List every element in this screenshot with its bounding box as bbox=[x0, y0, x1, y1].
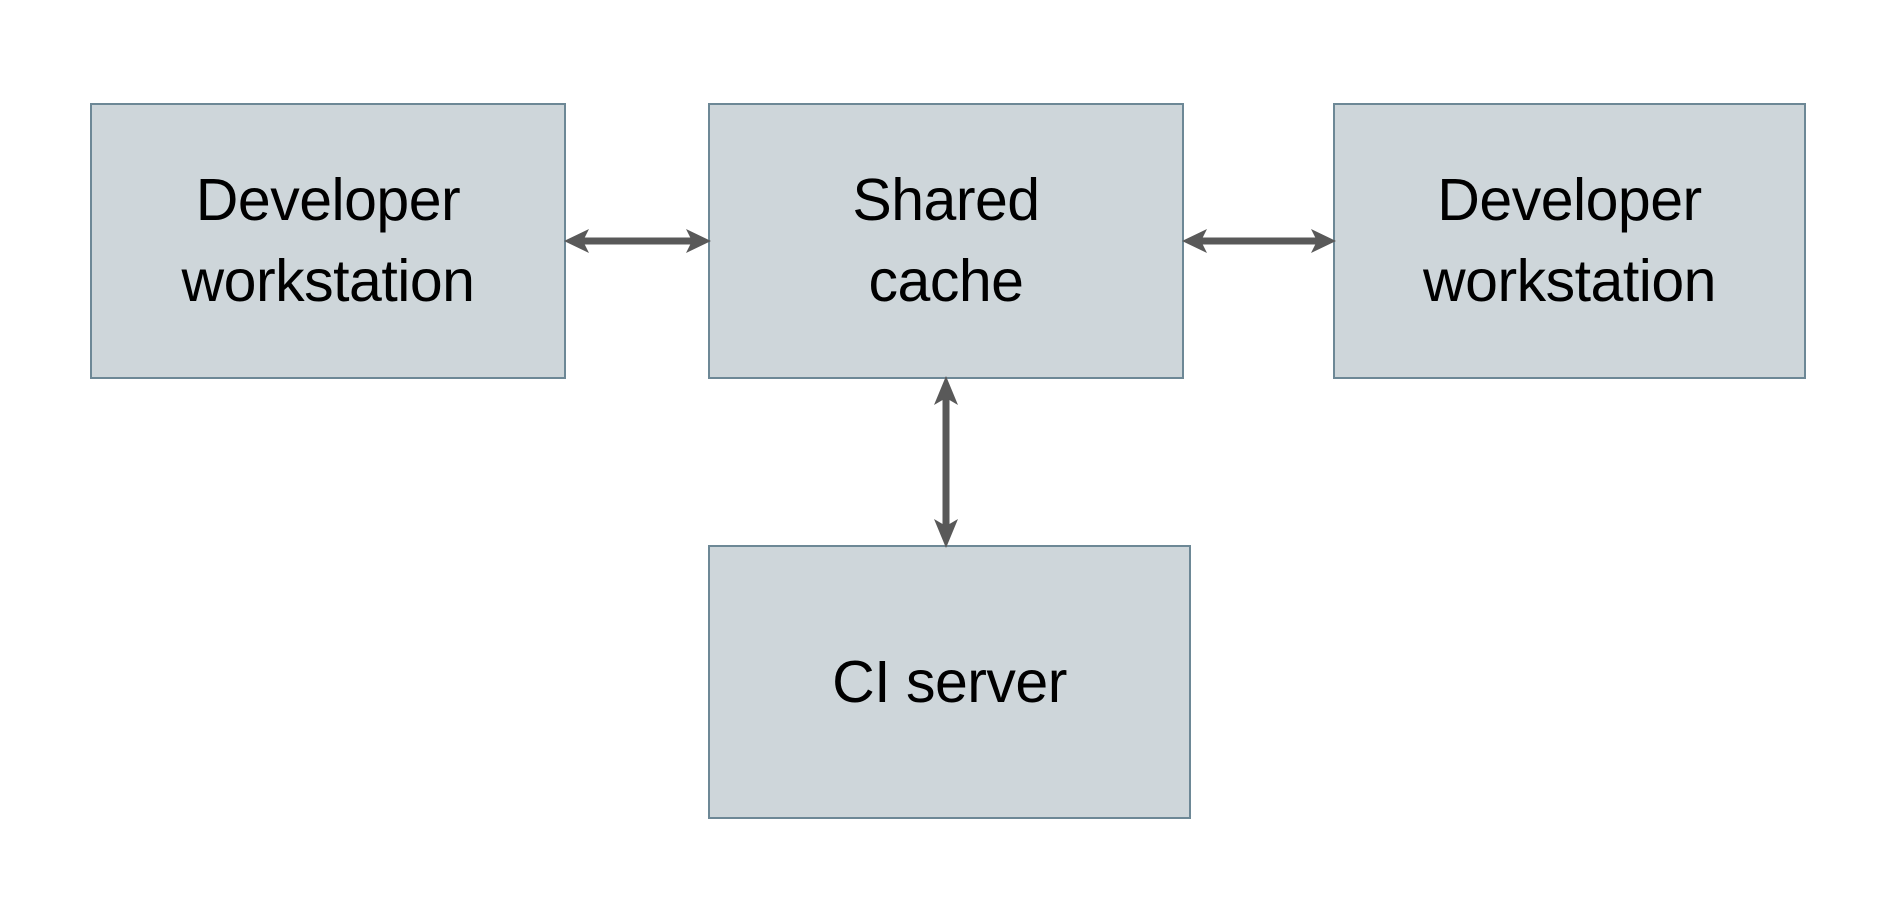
node-label: Shared cache bbox=[852, 167, 1040, 314]
arrowhead-right-icon bbox=[1311, 229, 1336, 253]
node-label: Developer workstation bbox=[1423, 167, 1716, 314]
arrowhead-left-icon bbox=[1182, 229, 1207, 253]
node-label: CI server bbox=[832, 648, 1067, 715]
arrowhead-down-icon bbox=[934, 519, 958, 548]
node-ci-server[interactable]: CI server bbox=[708, 545, 1191, 819]
connector-dev-left-to-shared-cache[interactable] bbox=[560, 210, 715, 272]
node-shared-cache[interactable]: Shared cache bbox=[708, 103, 1184, 379]
arrowhead-right-icon bbox=[686, 229, 711, 253]
node-developer-workstation-right[interactable]: Developer workstation bbox=[1333, 103, 1806, 379]
connector-shared-cache-to-dev-right[interactable] bbox=[1178, 210, 1340, 272]
node-developer-workstation-left[interactable]: Developer workstation bbox=[90, 103, 566, 379]
arrowhead-left-icon bbox=[564, 229, 589, 253]
connector-shared-cache-to-ci-server[interactable] bbox=[915, 372, 977, 552]
node-label: Developer workstation bbox=[181, 167, 475, 314]
arrowhead-up-icon bbox=[934, 376, 958, 405]
